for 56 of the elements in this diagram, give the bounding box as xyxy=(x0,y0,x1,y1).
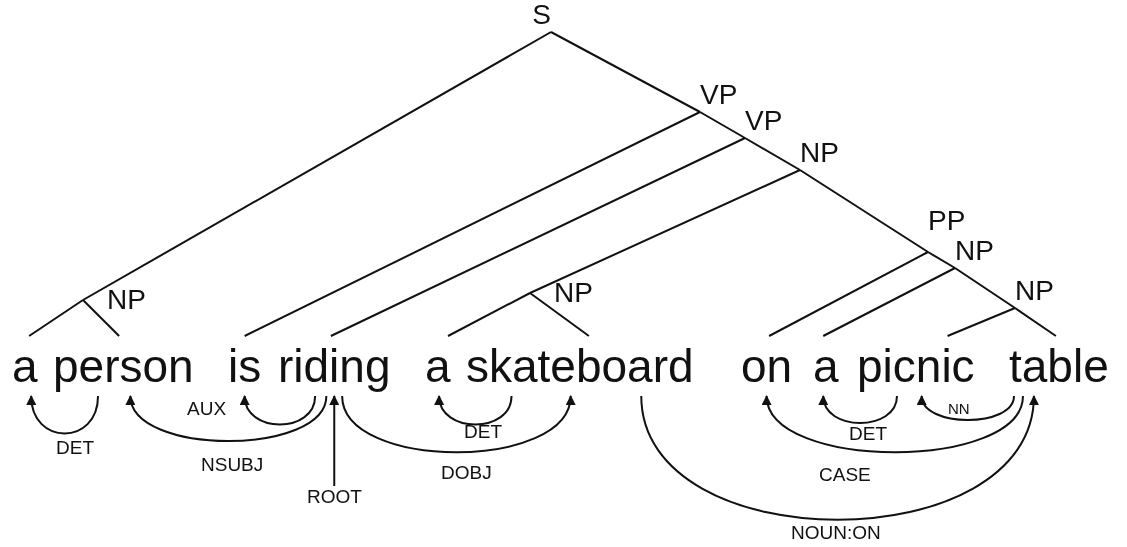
tree-branch xyxy=(822,267,956,337)
dependency-arc xyxy=(640,395,1038,521)
edge-label: CASE xyxy=(818,464,872,486)
tree-branch xyxy=(1014,307,1057,337)
tree-branch xyxy=(768,251,929,337)
dependency-arc xyxy=(27,395,99,435)
word: picnic xyxy=(857,336,975,396)
tree-branch xyxy=(744,137,801,171)
tree-branch xyxy=(82,31,552,301)
tree-branch xyxy=(799,169,929,253)
phrase-label: VP xyxy=(700,78,738,112)
dependency-arc xyxy=(764,395,1024,454)
tree-branch xyxy=(243,111,701,337)
tree-branch xyxy=(927,251,956,269)
edge-label: DOBJ xyxy=(440,462,493,484)
tree-branch xyxy=(447,292,531,337)
phrase-label: NP xyxy=(530,276,593,310)
arrow xyxy=(329,395,340,487)
dependency-arc xyxy=(241,395,317,426)
phrase-label: NP xyxy=(955,234,994,268)
word: riding xyxy=(278,336,391,396)
phrase-label: NP xyxy=(83,283,146,317)
edge-label: AUX xyxy=(186,398,228,420)
dependency-arc xyxy=(919,395,1015,421)
phrase-label: NP xyxy=(800,136,839,170)
phrase-label: NP xyxy=(1015,274,1054,308)
tree-branch xyxy=(529,169,801,294)
dependency-arc xyxy=(435,395,513,426)
tree-branch xyxy=(699,111,746,139)
edge-label: NOUN:ON xyxy=(790,522,882,544)
dependency-arc xyxy=(819,395,898,424)
word: is xyxy=(228,336,262,396)
word: a xyxy=(813,336,839,396)
edge-label: NSUBJ xyxy=(200,454,265,476)
tree-branch xyxy=(954,267,1016,309)
tree-branch xyxy=(28,299,84,337)
word: skateboard xyxy=(466,336,694,396)
word: table xyxy=(1009,336,1109,396)
dependency-arc xyxy=(341,395,574,454)
word: a xyxy=(425,336,451,396)
tree-branch xyxy=(82,299,121,337)
tree-branch xyxy=(529,292,590,337)
edge-label: DET xyxy=(848,423,888,445)
edge-label: DET xyxy=(463,421,503,443)
tree-branch xyxy=(946,307,1016,337)
tree-branch xyxy=(329,137,746,337)
edge-label: DET xyxy=(55,437,95,459)
edge-label: NN xyxy=(947,399,971,419)
root-label: ROOT xyxy=(306,486,363,508)
phrase-label: S xyxy=(532,0,551,32)
word: a xyxy=(12,336,38,396)
word: on xyxy=(741,336,793,396)
dependency-arc xyxy=(128,395,328,442)
phrase-label: VP xyxy=(745,104,783,138)
tree-branch xyxy=(550,31,701,113)
word: person xyxy=(53,336,194,396)
